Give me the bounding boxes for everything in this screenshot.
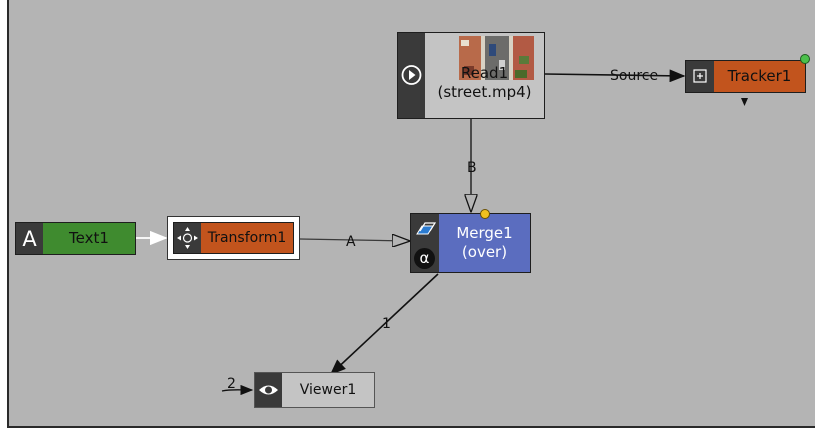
read-node-name: Read1 xyxy=(460,63,509,82)
read-node-label: Read1 (street.mp4) xyxy=(425,33,544,118)
move-arrows-icon xyxy=(177,227,198,249)
merge-node-op: (over) xyxy=(461,243,508,261)
transform-node-selection[interactable]: Transform1 xyxy=(167,216,300,260)
tracker-node-side xyxy=(686,61,714,92)
transform-node[interactable]: Transform1 xyxy=(173,222,294,254)
wire-read-to-tracker[interactable] xyxy=(544,69,686,83)
edge-label-source: Source xyxy=(610,68,659,84)
street-video-thumbnail xyxy=(459,36,534,80)
read-node-side xyxy=(398,33,425,118)
layers-icon xyxy=(416,222,437,235)
transform-node-name: Transform1 xyxy=(207,229,287,246)
edge-label-a: A xyxy=(346,234,356,250)
yellow-status-dot-icon xyxy=(480,209,490,219)
edge-label-1: 1 xyxy=(382,316,391,332)
viewer-node-side xyxy=(255,373,282,407)
tracker-output-arrow[interactable] xyxy=(741,98,748,106)
edge-label-2: 2 xyxy=(227,376,236,392)
wire-viewer-input-2[interactable] xyxy=(221,384,254,396)
eye-icon xyxy=(259,385,278,395)
merge-node-side: α xyxy=(411,214,439,272)
text-node[interactable]: A Text1 xyxy=(15,222,136,255)
tracker-node-name: Tracker1 xyxy=(727,67,792,85)
tracker-target-icon xyxy=(693,69,707,83)
green-status-dot-icon xyxy=(800,54,810,64)
alpha-icon: α xyxy=(414,248,435,269)
read-node-file: (street.mp4) xyxy=(437,82,532,101)
read-node[interactable]: Read1 (street.mp4) xyxy=(397,32,545,119)
merge-node-label: Merge1 (over) xyxy=(439,214,530,272)
viewer-node[interactable]: Viewer1 xyxy=(254,372,375,408)
viewer-node-name: Viewer1 xyxy=(299,381,357,398)
merge-node-name: Merge1 xyxy=(456,224,513,242)
edge-label-b: B xyxy=(467,160,477,176)
tracker-node[interactable]: Tracker1 xyxy=(685,60,806,93)
play-circle-icon xyxy=(401,65,422,85)
transform-node-side xyxy=(174,223,201,253)
text-node-letter: A xyxy=(16,223,43,254)
merge-node[interactable]: α Merge1 (over) xyxy=(410,213,531,273)
wire-transform-to-merge-a[interactable] xyxy=(299,239,409,241)
text-node-name: Text1 xyxy=(69,229,109,247)
wire-merge-to-viewer[interactable] xyxy=(329,273,439,376)
